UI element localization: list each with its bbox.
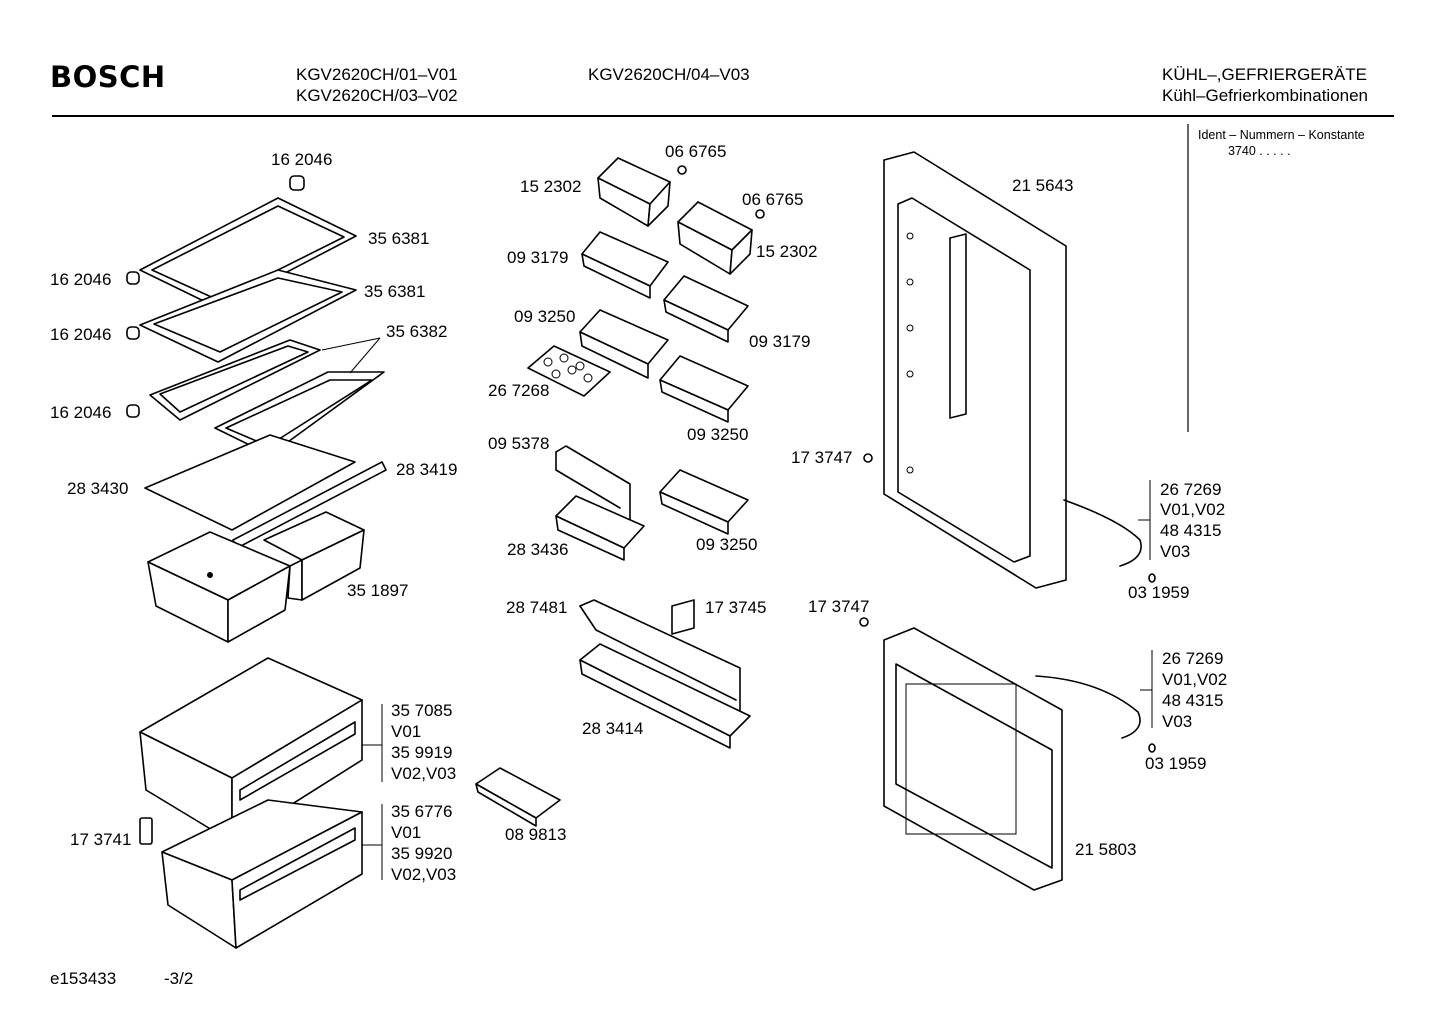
- part-label: 16 2046: [271, 150, 333, 169]
- bin-093250-b: [659, 355, 749, 423]
- part-label: 26 7269: [1162, 649, 1224, 668]
- variant-label: V01,V02: [1160, 500, 1226, 519]
- shelf-356381-top: [139, 197, 357, 309]
- part-label: 17 3741: [70, 830, 132, 849]
- part-label: 06 6765: [742, 190, 804, 209]
- part-label: 16 2046: [50, 270, 112, 289]
- model-code: KGV2620CH/01–V01: [296, 65, 458, 84]
- clip-162046-2: [126, 326, 140, 340]
- lid-152302-a: [597, 157, 671, 227]
- part-label: 03 1959: [1145, 754, 1207, 773]
- part-label: 35 9920: [391, 844, 453, 863]
- hinge-173747-b: [859, 617, 869, 627]
- page-number: -3/2: [164, 969, 194, 988]
- part-label: 48 4315: [1162, 691, 1224, 710]
- wire-095378: [555, 445, 631, 521]
- variant-label: V01: [391, 722, 422, 741]
- bin-093179-a: [581, 231, 669, 299]
- part-label: 16 2046: [50, 403, 112, 422]
- model-code: KGV2620CH/04–V03: [588, 65, 750, 84]
- part-label: 28 3430: [67, 479, 129, 498]
- part-label: 48 4315: [1160, 521, 1222, 540]
- tray-283414: [579, 643, 751, 749]
- part-label: 26 7268: [488, 381, 550, 400]
- part-label: 06 6765: [665, 142, 727, 161]
- part-label: 09 3250: [514, 307, 576, 326]
- variant-label: V03: [1162, 712, 1193, 731]
- shelf-356382-frame-a: [149, 339, 321, 421]
- bin-093250-a: [579, 309, 669, 379]
- part-label: 28 3419: [396, 460, 458, 479]
- glass-plate-283430: [144, 434, 356, 531]
- part-label: 21 5643: [1012, 176, 1074, 195]
- part-label: 28 3414: [582, 719, 644, 738]
- ice-tray-089813: [475, 767, 561, 827]
- model-code: KGV2620CH/03–V02: [296, 86, 458, 105]
- screw-066765-b: [755, 209, 765, 219]
- part-label: 17 3747: [808, 597, 870, 616]
- bin-093250-c: [659, 469, 749, 535]
- part-label: 21 5803: [1075, 840, 1137, 859]
- wire-287481: [579, 599, 741, 715]
- brand-logo: BOSCH: [50, 60, 166, 94]
- part-label: 17 3745: [705, 598, 767, 617]
- lid-152302-b: [677, 201, 753, 275]
- part-label: 35 6381: [368, 229, 430, 248]
- part-label: 28 7481: [506, 598, 568, 617]
- ident-value: 3740 . . . . .: [1228, 144, 1291, 158]
- part-label: 35 6381: [364, 282, 426, 301]
- clip-162046-1: [126, 271, 140, 285]
- ident-title: Ident – Nummern – Konstante: [1198, 128, 1365, 142]
- handle-267269-b: [1035, 675, 1141, 739]
- crisper-small: [263, 511, 365, 601]
- part-label: 35 6382: [386, 322, 448, 341]
- part-label: 15 2302: [520, 177, 582, 196]
- freezer-door-215803: [883, 627, 1063, 891]
- part-label: 35 6776: [391, 802, 453, 821]
- part-label: 35 1897: [347, 581, 409, 600]
- crisper-large: [147, 531, 291, 643]
- variant-label: V01,V02: [1162, 670, 1228, 689]
- variant-label: V02,V03: [391, 865, 457, 884]
- part-label: 09 5378: [488, 434, 550, 453]
- part-label: 17 3747: [791, 448, 853, 467]
- hinge-173747-a: [863, 453, 873, 463]
- part-label: 09 3250: [687, 425, 749, 444]
- screw-066765-a: [677, 165, 687, 175]
- clip-162046-top: [289, 175, 305, 191]
- category-subtitle: Kühl–Gefrierkombinationen: [1162, 86, 1369, 105]
- shelf-356381-second: [139, 269, 357, 363]
- egg-tray-267268: [527, 345, 611, 397]
- part-label: 09 3179: [749, 332, 811, 351]
- part-label: 26 7269: [1160, 480, 1222, 499]
- part-label: 16 2046: [50, 325, 112, 344]
- seal-031959-a: [1148, 573, 1156, 583]
- variant-label: V02,V03: [391, 764, 457, 783]
- part-label: 35 7085: [391, 701, 453, 720]
- part-label: 08 9813: [505, 825, 567, 844]
- handle-267269-a: [1063, 499, 1142, 567]
- variant-label: V03: [1160, 542, 1191, 561]
- drawer-356776: [161, 799, 363, 949]
- part-label: 09 3179: [507, 248, 569, 267]
- part-label: 28 3436: [507, 540, 569, 559]
- drawing-number: e153433: [50, 969, 117, 988]
- part-label: 09 3250: [696, 535, 758, 554]
- bin-283436: [555, 495, 645, 561]
- part-label: 35 9919: [391, 743, 453, 762]
- part-label: 15 2302: [756, 242, 818, 261]
- clip-173745: [671, 599, 695, 635]
- seal-031959-b: [1148, 743, 1156, 753]
- category-title: KÜHL–,GEFRIERGERÄTE: [1162, 65, 1367, 84]
- part-label: 03 1959: [1128, 583, 1190, 602]
- clip-162046-3: [126, 404, 140, 418]
- variant-label: V01: [391, 823, 422, 842]
- bin-093179-b: [663, 275, 749, 343]
- fridge-door-215643: [883, 151, 1067, 589]
- clip-173741: [139, 817, 153, 845]
